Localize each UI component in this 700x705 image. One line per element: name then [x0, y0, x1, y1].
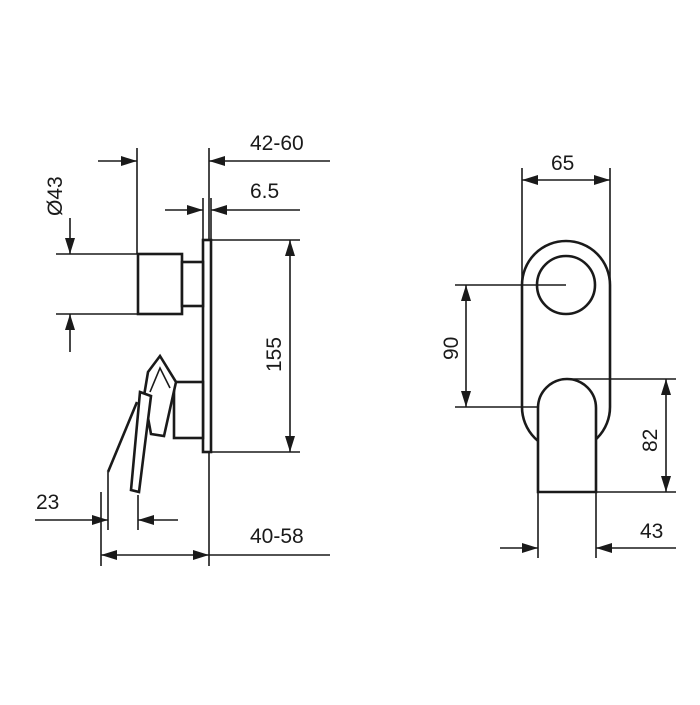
label-overall-depth: 42-60 — [250, 132, 304, 155]
lever-front — [536, 377, 598, 494]
front-view — [520, 239, 612, 494]
label-lever-offset: 23 — [36, 491, 59, 514]
label-lever-height: 82 — [639, 429, 662, 452]
label-plate-height: 155 — [263, 337, 286, 372]
dimension-plate-width: 65 — [521, 152, 611, 285]
lever-cartridge — [172, 380, 205, 440]
label-plate-width: 65 — [551, 152, 574, 175]
label-spout-diameter: Ø43 — [44, 176, 67, 216]
label-lever-width: 43 — [640, 520, 663, 543]
diverter-collar — [180, 260, 205, 308]
wall-plate — [201, 238, 213, 454]
dimension-lever-width: 43 — [500, 492, 676, 558]
dimension-body-depth: 40-58 — [100, 452, 330, 566]
lever-handle-front — [129, 390, 153, 494]
dimension-center-distance: 90 — [440, 284, 566, 408]
diverter-body — [136, 252, 184, 316]
label-plate-thickness: 6.5 — [250, 180, 279, 203]
lever-handle-back — [106, 401, 139, 473]
dimension-plate-height: 155 — [211, 239, 300, 453]
dimension-lever-offset: 23 — [35, 472, 178, 530]
dimension-overall-depth: 42-60 — [98, 132, 330, 254]
label-body-depth: 40-58 — [250, 525, 304, 548]
dimension-spout-diameter: Ø43 — [44, 176, 138, 352]
label-center-distance: 90 — [440, 337, 463, 360]
dimension-plate-thickness: 6.5 — [165, 180, 300, 240]
side-view — [106, 238, 213, 494]
dimension-lever-height: 82 — [567, 378, 676, 493]
lever-facet — [149, 366, 171, 393]
